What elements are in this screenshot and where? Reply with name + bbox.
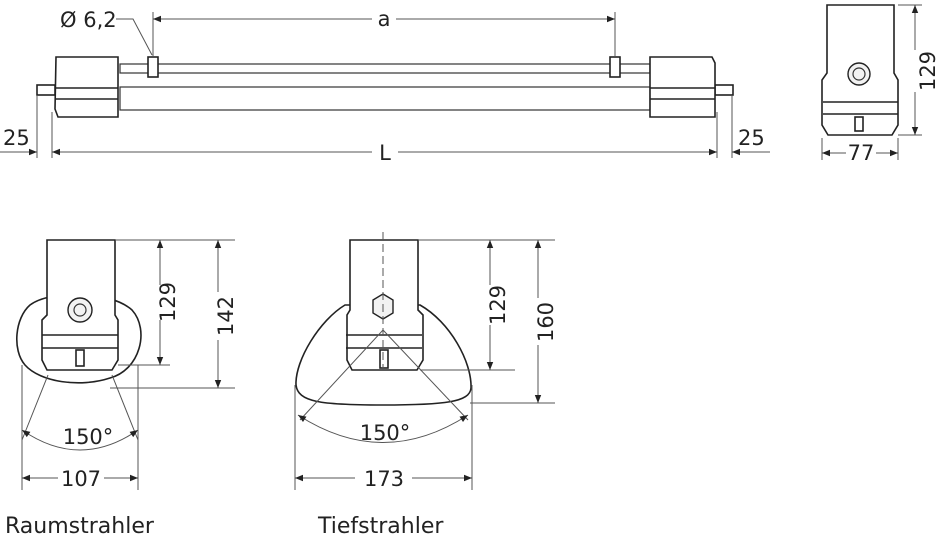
tief-width: 173 — [364, 467, 404, 491]
top-view: a Ø 6,2 L 25 25 — [0, 7, 770, 165]
tief-height-body: 129 — [486, 285, 510, 325]
right-clamp — [609, 56, 621, 78]
raumstrahler-view: 129 142 150° 107 Raumstrahler — [5, 239, 238, 539]
dim-a-label: a — [378, 7, 391, 31]
tief-height-total: 160 — [534, 302, 558, 342]
left-clamp — [147, 56, 159, 78]
end-height-label: 129 — [916, 51, 936, 91]
dim-right-overhang: 25 — [738, 126, 765, 150]
tiefstrahler-view: 129 160 150° 173 Tiefstrahler — [294, 232, 558, 539]
raumstrahler-title: Raumstrahler — [5, 514, 155, 539]
left-end-cap — [54, 56, 119, 118]
tube — [119, 86, 651, 111]
raum-width: 107 — [61, 467, 101, 491]
end-view: 129 77 — [821, 4, 936, 165]
right-pin — [714, 84, 734, 96]
end-width-label: 77 — [848, 141, 875, 165]
left-pin — [36, 84, 56, 96]
raum-height-body: 129 — [156, 282, 180, 322]
raum-beam-angle: 150° — [63, 425, 114, 449]
tief-beam-angle: 150° — [360, 421, 411, 445]
tiefstrahler-title: Tiefstrahler — [317, 514, 444, 539]
raum-height-total: 142 — [214, 296, 238, 336]
dim-L-label: L — [379, 141, 391, 165]
right-end-cap — [649, 56, 716, 118]
diameter-label: Ø 6,2 — [60, 8, 117, 32]
rod — [119, 63, 651, 74]
dim-left-overhang: 25 — [3, 126, 30, 150]
